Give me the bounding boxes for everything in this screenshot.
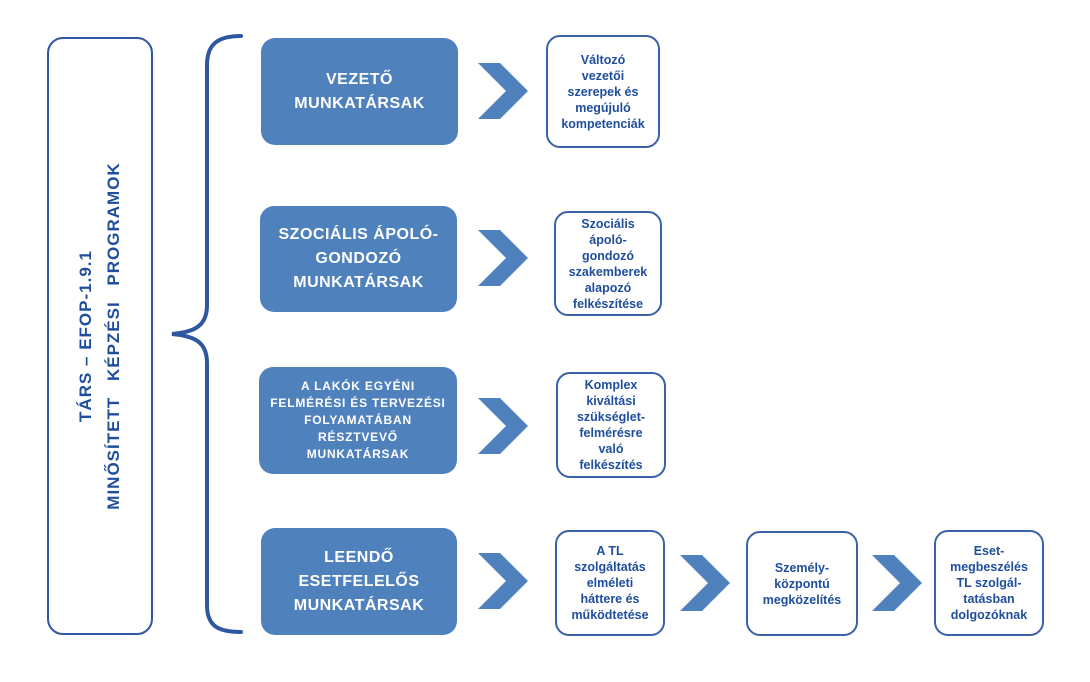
outcome-line: Szociális — [581, 216, 635, 231]
outcome-box: Szociális ápoló- gondozó szakemberek ala… — [554, 211, 662, 316]
outcome-line: központú — [774, 576, 830, 591]
chevron-arrow-icon — [478, 63, 528, 119]
chevron-arrow-icon — [680, 555, 730, 611]
outcome-box: A TL szolgáltatás elméleti háttere és mű… — [555, 530, 665, 636]
outcome-line: elméleti — [586, 576, 634, 590]
group-label-line: FOLYAMATÁBAN — [304, 413, 412, 427]
chevron-arrow-icon — [872, 555, 922, 611]
outcome-line: gondozó — [581, 248, 635, 263]
outcome-line: szerepek és — [567, 84, 639, 99]
outcome-line: A TL — [596, 544, 624, 558]
outcome-line: ápoló- — [589, 232, 627, 247]
group-label-line: MUNKATÁRSAK — [293, 274, 424, 291]
group-label-line: A LAKÓK EGYÉNI — [300, 379, 416, 393]
group-label-line: MUNKATÁRSAK — [293, 596, 425, 614]
chevron-arrow-icon — [478, 398, 528, 454]
outcome-line: felkészítése — [572, 296, 644, 311]
outcome-line: kompetenciák — [561, 116, 645, 131]
outcome-box: Eset- megbeszélés TL szolgál- tatásban d… — [934, 530, 1044, 636]
group-box-assessment: A LAKÓK EGYÉNI FELMÉRÉSI ÉS TERVEZÉSI FO… — [259, 367, 457, 474]
outcome-box: Komplex kiváltási szükséglet- felmérésre… — [556, 372, 666, 478]
outcome-line: való — [598, 442, 624, 456]
outcome-line: TL szolgál- — [956, 576, 1022, 590]
outcome-line: megbeszélés — [950, 560, 1028, 574]
group-label-line: FELMÉRÉSI ÉS TERVEZÉSI — [270, 396, 446, 410]
outcome-line: háttere és — [580, 592, 640, 606]
outcome-line: Személy- — [774, 560, 830, 575]
outcome-line: kiváltási — [586, 394, 636, 408]
group-label-line: ESETFELELŐS — [298, 572, 420, 590]
outcome-line: felmérésre — [579, 426, 643, 440]
outcome-line: megújuló — [575, 100, 631, 115]
chevron-arrow-icon — [478, 553, 528, 609]
outcome-line: felkészítés — [579, 458, 643, 472]
group-label-line: MUNKATÁRSAK — [306, 447, 410, 461]
outcome-line: vezetői — [581, 68, 625, 83]
outcome-line: szükséglet- — [576, 410, 646, 424]
chevron-arrow-icon — [478, 230, 528, 286]
group-label-line: RÉSZTVEVŐ — [318, 430, 398, 444]
group-label-line: GONDOZÓ — [315, 250, 402, 267]
outcome-line: szakemberek — [568, 264, 648, 279]
group-box-leaders: VEZETŐ MUNKATÁRSAK — [261, 38, 458, 145]
group-label-line: MUNKATÁRSAK — [294, 94, 425, 112]
outcome-line: szolgáltatás — [574, 560, 646, 574]
outcome-box: Személy- központú megközelítés — [746, 531, 858, 636]
outcome-line: Eset- — [973, 544, 1005, 558]
outcome-line: dolgozóknak — [950, 608, 1028, 622]
outcome-line: Komplex — [584, 378, 638, 392]
outcome-line: megközelítés — [762, 592, 842, 607]
group-label-line: LEENDŐ — [324, 548, 394, 566]
outcome-line: tatásban — [963, 592, 1015, 606]
program-title-box: TÁRS – EFOP-1.9.1 MINŐSÍTETT KÉPZÉSI PRO… — [47, 37, 153, 635]
outcome-box: Változó vezetői szerepek és megújuló kom… — [546, 35, 660, 148]
group-label-line: SZOCIÁLIS ÁPOLÓ- — [278, 226, 439, 243]
group-box-case-managers: LEENDŐ ESETFELELŐS MUNKATÁRSAK — [261, 528, 457, 635]
outcome-line: működtetése — [571, 608, 649, 622]
group-label-line: VEZETŐ — [325, 70, 393, 88]
outcome-line: Változó — [580, 52, 626, 67]
outcome-line: alapozó — [584, 280, 632, 295]
group-box-social-care: SZOCIÁLIS ÁPOLÓ- GONDOZÓ MUNKATÁRSAK — [260, 206, 457, 312]
